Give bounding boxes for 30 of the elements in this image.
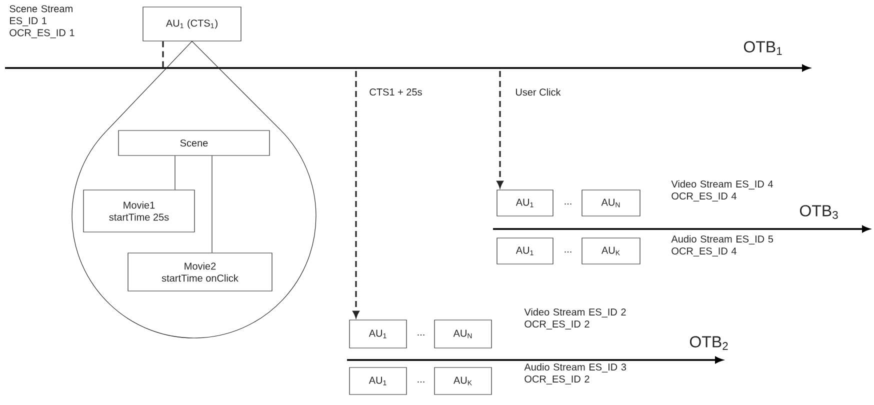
- stream-label: Scene Stream ES_ID 1 OCR_ES_ID 1: [10, 5, 74, 38]
- text-box: AU$_{1}$: [349, 320, 407, 348]
- timeline-label: OTB$_{2}$: [690, 336, 728, 350]
- timeline-label: OTB$_{3}$: [800, 205, 838, 219]
- stream-label: Video Stream ES_ID 4 OCR_ES_ID 4: [671, 180, 773, 202]
- text-box: AU$_{1}$ (CTS$_{1}$): [142, 6, 242, 42]
- text-box: AU$_{K}$: [582, 238, 640, 264]
- text-box: Movie1 startTime 25s: [83, 190, 195, 232]
- text-box: AU$_{1}$: [496, 190, 554, 216]
- arrow: [352, 71, 360, 318]
- ellipsis: ...: [564, 203, 572, 205]
- text-box: AU$_{N}$: [582, 190, 640, 216]
- text-box: Scene: [118, 130, 270, 156]
- text-box: Movie2 startTime onClick: [128, 252, 272, 292]
- ellipsis: ...: [418, 381, 424, 383]
- connector-line: [162, 41, 164, 68]
- timeline-label: OTB$_{1}$: [744, 41, 782, 55]
- connector-line: [174, 156, 176, 190]
- text-box: AU$_{K}$: [434, 367, 492, 395]
- ellipsis: ...: [564, 251, 572, 253]
- ellipsis: ...: [418, 334, 424, 336]
- stream-label: Audio Stream ES_ID 5 OCR_ES_ID 4: [671, 235, 774, 256]
- text-box: AU$_{1}$: [349, 367, 407, 395]
- text-box: AU$_{N}$: [434, 320, 492, 348]
- stream-label: Video Stream ES_ID 2 OCR_ES_ID 2: [524, 308, 626, 330]
- edge-label: CTS1 + 25s: [368, 87, 424, 97]
- edge-label: User Click: [514, 87, 562, 97]
- stream-label: Audio Stream ES_ID 3 OCR_ES_ID 2: [524, 363, 626, 384]
- arrow: [496, 71, 504, 188]
- text-box: AU$_{1}$: [496, 238, 554, 264]
